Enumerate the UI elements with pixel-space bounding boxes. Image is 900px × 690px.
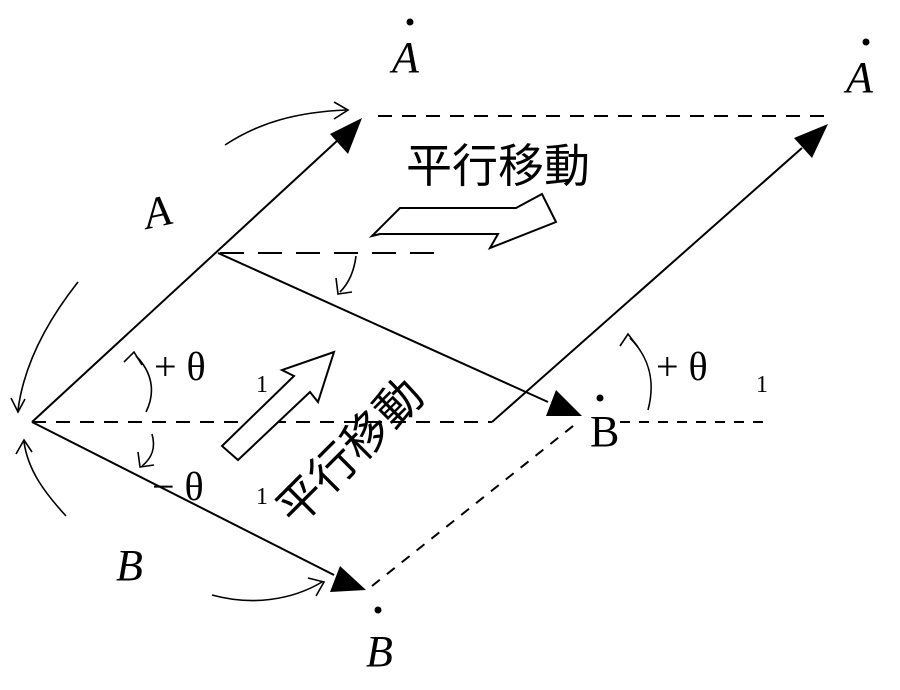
vector-B bbox=[31, 421, 366, 592]
vector-A bbox=[31, 118, 362, 423]
label-B: B bbox=[116, 541, 143, 590]
label-A-dot-upper: A bbox=[389, 33, 420, 82]
hollow-arrow-horizontal bbox=[368, 192, 558, 250]
dot-mark bbox=[596, 394, 604, 402]
label-minus-theta-left: − θ bbox=[152, 464, 204, 509]
rotation-arrow-left-upper bbox=[10, 281, 79, 414]
label-A: A bbox=[136, 185, 177, 239]
angle-arc-plus-right bbox=[619, 332, 652, 411]
angle-arc-minus-left bbox=[137, 433, 155, 468]
label-plus-theta-right-sub: 1 bbox=[756, 372, 768, 398]
dot-mark bbox=[406, 18, 414, 26]
label-plus-theta-right: + θ bbox=[656, 344, 708, 389]
vector-A-dot-resultant bbox=[491, 124, 828, 423]
rotation-arrow-top-left bbox=[224, 101, 350, 146]
vector-translated-B bbox=[217, 252, 582, 416]
angle-arc-plus-left bbox=[123, 350, 153, 413]
label-B-dot-mid: B bbox=[590, 407, 619, 456]
dashed-B-to-Bdot bbox=[371, 421, 579, 587]
label-plus-theta-left-sub: 1 bbox=[256, 372, 268, 398]
dot-mark bbox=[862, 38, 870, 46]
label-parallel-move-top: 平行移動 bbox=[406, 139, 590, 193]
rotation-arrow-left-lower bbox=[15, 438, 67, 517]
rotation-arrow-bottom bbox=[211, 577, 326, 602]
label-minus-theta-left-sub: 1 bbox=[256, 484, 268, 510]
label-B-dot-bottom: B bbox=[366, 627, 393, 676]
dot-mark bbox=[374, 606, 382, 614]
label-plus-theta-left: + θ bbox=[154, 344, 206, 389]
hollow-arrow-diagonal bbox=[220, 350, 336, 462]
rotation-arrow-mid bbox=[335, 255, 357, 295]
label-A-dot-right: A bbox=[843, 53, 874, 102]
